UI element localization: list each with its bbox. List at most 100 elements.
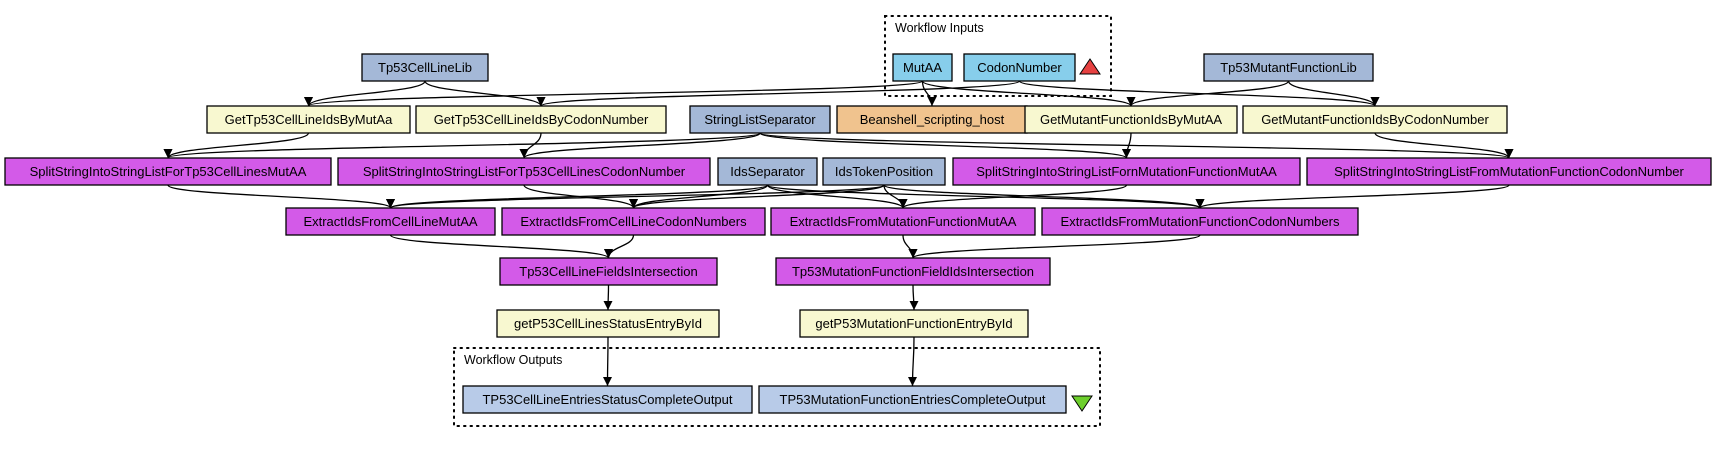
node-box <box>758 385 1067 414</box>
node-box <box>1024 105 1238 134</box>
node-extMutMut[interactable]: ExtractIdsFromMutationFunctionMutAA <box>770 207 1036 236</box>
edge-idsTok-to-extCellCodon <box>629 184 885 209</box>
node-label: Tp53MutationFunctionFieldIdsIntersection <box>792 264 1034 279</box>
edge-idsSep-to-extCellCodon <box>629 184 769 209</box>
inputs-triangle-up-icon <box>1079 58 1101 75</box>
node-label: getP53MutationFunctionEntryById <box>815 316 1012 331</box>
node-mutaa[interactable]: MutAA <box>892 53 953 82</box>
node-label: SplitStringIntoStringListFornMutationFun… <box>976 164 1277 179</box>
node-splitMutCodon[interactable]: SplitStringIntoStringListFromMutationFun… <box>1306 157 1712 186</box>
node-label: ExtractIdsFromCellLineMutAA <box>303 214 477 229</box>
node-box <box>1041 207 1359 236</box>
edge-idsSep-to-extMutMut <box>766 184 908 209</box>
edge-mutInter-to-getMutEntry <box>909 284 919 311</box>
node-box <box>892 53 953 82</box>
node-label: Tp53CellLineLib <box>378 60 472 75</box>
edge-getCellStatus-to-outCell <box>603 336 613 387</box>
edge-extMutCodon-to-mutInter <box>908 234 1201 259</box>
edge-codon-to-getMutCodon <box>1018 80 1380 107</box>
node-label: getP53CellLinesStatusEntryById <box>514 316 702 331</box>
node-box <box>952 157 1301 186</box>
node-label: TP53CellLineEntriesStatusCompleteOutput <box>482 392 732 407</box>
node-cellLib[interactable]: Tp53CellLineLib <box>361 53 489 82</box>
node-extMutCodon[interactable]: ExtractIdsFromMutationFunctionCodonNumbe… <box>1041 207 1359 236</box>
edge-idsSep-to-extCellMut <box>386 184 769 209</box>
inputs-cluster-label: Workflow Inputs <box>895 21 984 35</box>
edge-cellLib-to-getCellCodon <box>424 80 546 107</box>
edge-splitMutMut-to-extMutMut <box>898 184 1128 209</box>
node-box <box>4 157 332 186</box>
edge-idsSep-to-extMutCodon <box>766 184 1205 209</box>
node-box <box>1242 105 1508 134</box>
node-label: TP53MutationFunctionEntriesCompleteOutpu… <box>780 392 1046 407</box>
outputs-cluster-label: Workflow Outputs <box>464 353 562 367</box>
node-cellInter[interactable]: Tp53CellLineFieldsIntersection <box>499 257 718 286</box>
node-label: MutAA <box>903 60 942 75</box>
node-box <box>285 207 496 236</box>
node-label: ExtractIdsFromCellLineCodonNumbers <box>520 214 747 229</box>
node-box <box>501 207 766 236</box>
node-label: Tp53MutantFunctionLib <box>1220 60 1357 75</box>
node-splitCellCodon[interactable]: SplitStringIntoStringListForTp53CellLine… <box>337 157 711 186</box>
node-label: CodonNumber <box>977 60 1062 75</box>
node-label: Tp53CellLineFieldsIntersection <box>519 264 697 279</box>
edge-getMutMut-to-splitMutMut <box>1122 132 1132 159</box>
node-box <box>337 157 711 186</box>
node-box <box>206 105 411 134</box>
edge-extCellMut-to-cellInter <box>389 234 613 259</box>
node-label: StringListSeparator <box>704 112 816 127</box>
edge-getCellMut-to-splitCellMut <box>163 132 310 159</box>
edge-mutaa-to-getCellMut <box>304 80 924 107</box>
node-getMutEntry[interactable]: getP53MutationFunctionEntryById <box>799 309 1029 338</box>
node-getMutMut[interactable]: GetMutantFunctionIdsByMutAA <box>1024 105 1238 134</box>
node-box <box>822 157 946 186</box>
node-getMutCodon[interactable]: GetMutantFunctionIdsByCodonNumber <box>1242 105 1508 134</box>
edge-extMutMut-to-mutInter <box>902 234 918 259</box>
edge-strSep-to-splitCellMut <box>163 132 761 159</box>
node-box <box>462 385 753 414</box>
edge-strSep-to-splitCellCodon <box>519 132 761 159</box>
node-outMut[interactable]: TP53MutationFunctionEntriesCompleteOutpu… <box>758 385 1067 414</box>
node-codon[interactable]: CodonNumber <box>963 53 1076 82</box>
node-strSep[interactable]: StringListSeparator <box>689 105 831 134</box>
node-label: GetTp53CellLineIdsByMutAa <box>225 112 393 127</box>
inputs-cluster-border <box>884 15 1112 97</box>
node-mutInter[interactable]: Tp53MutationFunctionFieldIdsIntersection <box>775 257 1051 286</box>
node-getCellMut[interactable]: GetTp53CellLineIdsByMutAa <box>206 105 411 134</box>
edge-mutaa-to-beanshell <box>921 80 937 107</box>
outputs-triangle-down-icon <box>1071 395 1093 412</box>
node-label: Beanshell_scripting_host <box>860 112 1005 127</box>
node-label: SplitStringIntoStringListFromMutationFun… <box>1334 164 1684 179</box>
edge-mutaa-to-getMutMut <box>921 80 1136 107</box>
edge-idsTok-to-extMutMut <box>883 184 908 209</box>
nodes-layer: MutAA CodonNumber Tp53CellLineLib Tp53Mutan… <box>4 53 1712 414</box>
edge-strSep-to-splitMutMut <box>759 132 1131 159</box>
edge-extCellCodon-to-cellInter <box>604 234 635 259</box>
node-getCellCodon[interactable]: GetTp53CellLineIdsByCodonNumber <box>415 105 667 134</box>
node-label: SplitStringIntoStringListForTp53CellLine… <box>30 164 307 179</box>
edge-strSep-to-splitMutCodon <box>759 132 1513 159</box>
node-splitCellMut[interactable]: SplitStringIntoStringListForTp53CellLine… <box>4 157 332 186</box>
edge-codon-to-getCellCodon <box>536 80 1021 107</box>
edge-getMutCodon-to-splitMutCodon <box>1374 132 1514 159</box>
node-outCell[interactable]: TP53CellLineEntriesStatusCompleteOutput <box>462 385 753 414</box>
edge-splitMutCodon-to-extMutCodon <box>1195 184 1510 209</box>
node-idsSep[interactable]: IdsSeparator <box>717 157 818 186</box>
node-getCellStatus[interactable]: getP53CellLinesStatusEntryById <box>496 309 720 338</box>
node-label: GetTp53CellLineIdsByCodonNumber <box>434 112 649 127</box>
node-splitMutMut[interactable]: SplitStringIntoStringListFornMutationFun… <box>952 157 1301 186</box>
node-box <box>1203 53 1374 82</box>
node-beanshell[interactable]: Beanshell_scripting_host <box>836 105 1028 134</box>
node-box <box>717 157 818 186</box>
outputs-cluster-border <box>453 347 1101 427</box>
edge-mutLib-to-getMutMut <box>1126 80 1290 107</box>
node-label: GetMutantFunctionIdsByMutAA <box>1040 112 1222 127</box>
node-extCellMut[interactable]: ExtractIdsFromCellLineMutAA <box>285 207 496 236</box>
node-label: IdsSeparator <box>730 164 805 179</box>
node-idsTok[interactable]: IdsTokenPosition <box>822 157 946 186</box>
node-mutLib[interactable]: Tp53MutantFunctionLib <box>1203 53 1374 82</box>
node-extCellCodon[interactable]: ExtractIdsFromCellLineCodonNumbers <box>501 207 766 236</box>
node-box <box>361 53 489 82</box>
